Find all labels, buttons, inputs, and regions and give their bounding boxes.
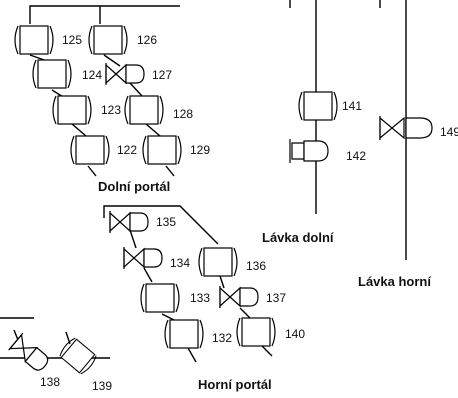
title-horni-portal: Horní portál (198, 377, 272, 392)
gate-valve-124 (32, 59, 72, 89)
gate-valve-139 (57, 335, 99, 377)
control-valve-138 (8, 332, 53, 376)
title-lavka-dolni: Lávka dolní (262, 230, 334, 245)
label-138: 138 (40, 375, 60, 389)
pipe-line (29, 5, 101, 24)
gate-valve-123 (52, 95, 92, 125)
bell-valve-142 (289, 138, 329, 164)
pipe-line (87, 165, 97, 177)
title-lavka-horni: Lávka horní (358, 274, 431, 289)
pipe-line (13, 329, 19, 341)
label-126: 126 (137, 33, 157, 47)
gate-valve-122 (70, 135, 110, 165)
gate-valve-128 (124, 95, 164, 125)
label-136: 136 (246, 259, 266, 273)
gate-valve-126 (88, 25, 128, 55)
label-135: 135 (156, 215, 176, 229)
bell-valve-149 (379, 116, 433, 140)
label-137: 137 (266, 291, 286, 305)
label-124: 124 (82, 68, 102, 82)
gate-valve-129 (142, 135, 182, 165)
label-132: 132 (212, 331, 232, 345)
gate-valve-140 (236, 317, 276, 347)
title-dolni-portal: Dolní portál (98, 179, 170, 194)
gate-valve-141 (298, 91, 338, 121)
lavka-dolni-group: 141 142 Lávka dolní (262, 0, 366, 245)
control-valve-134 (123, 246, 163, 270)
pipe-line (145, 123, 161, 137)
control-valve-127 (105, 62, 145, 86)
gate-valve-125 (14, 25, 54, 55)
label-133: 133 (190, 291, 210, 305)
label-140: 140 (285, 327, 305, 341)
label-122: 122 (117, 143, 137, 157)
label-141: 141 (342, 99, 362, 113)
gate-valve-132 (164, 319, 204, 349)
bottom-left-group: 138 139 (0, 317, 112, 393)
control-valve-135 (109, 210, 149, 234)
label-125: 125 (62, 33, 82, 47)
pipe-line (103, 205, 219, 245)
label-123: 123 (101, 103, 121, 117)
pipe-line (103, 54, 121, 67)
gate-valve-133 (140, 283, 180, 313)
label-134: 134 (170, 256, 190, 270)
pipe-line (129, 82, 143, 97)
label-128: 128 (173, 107, 193, 121)
label-149: 149 (440, 125, 458, 139)
pipe-line (165, 165, 175, 177)
pipe-line (143, 267, 153, 283)
label-139: 139 (92, 379, 112, 393)
label-142: 142 (346, 149, 366, 163)
pipe-line (129, 229, 137, 249)
horni-portal-group: 135 134 136 133 137 132 140 Horní portál (103, 205, 305, 392)
label-127: 127 (152, 68, 172, 82)
pipe-line (261, 345, 273, 357)
label-129: 129 (190, 143, 210, 157)
pipe-line (187, 347, 197, 363)
pipe-line (219, 275, 225, 289)
dolni-portal-group: 125 126 124 127 123 128 122 129 Dolní po… (14, 5, 210, 194)
lavka-horni-group: 149 Lávka horní (358, 0, 458, 289)
pipe-line (161, 313, 175, 321)
control-valve-137 (219, 285, 259, 309)
gate-valve-136 (198, 247, 238, 277)
pipe-line (71, 123, 87, 137)
